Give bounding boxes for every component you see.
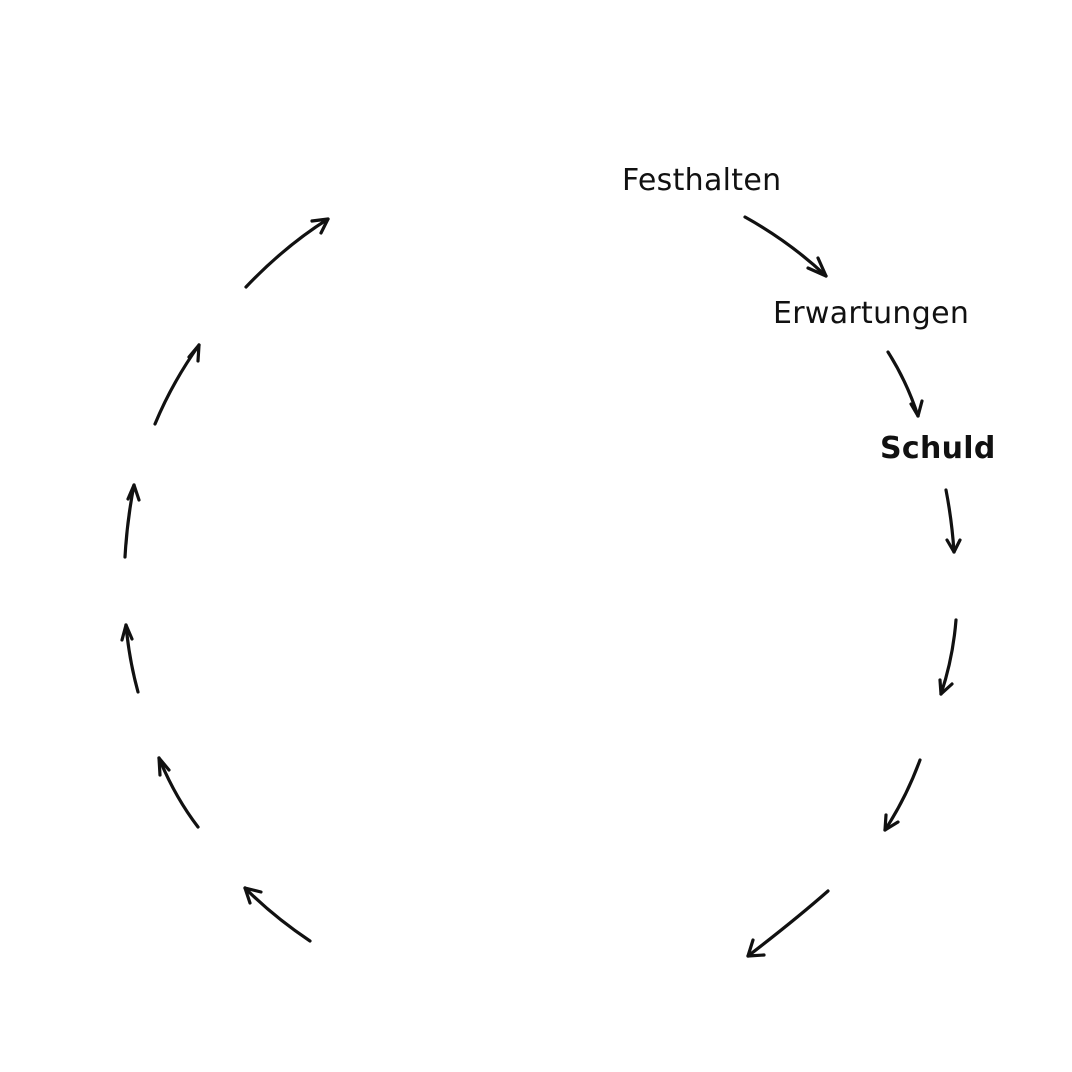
arrow-festhalten-to-erwartungen [743,215,828,278]
arrow-left-4 [153,343,201,426]
arrow-right-1 [944,488,962,554]
arrow-left-1 [157,756,200,829]
arrow-right-2 [938,618,958,696]
arrow-bottom-left [243,886,312,943]
label-schuld: Schuld [880,431,996,466]
arrow-right-3 [883,758,922,832]
arrow-top-left [244,217,330,289]
label-festhalten: Festhalten [622,163,782,198]
label-erwartungen: Erwartungen [773,296,970,331]
arrow-left-3 [123,483,141,559]
arrow-bottom-right [746,889,830,958]
arrow-left-2 [120,623,140,694]
arrow-erwartungen-to-schuld [886,350,924,418]
